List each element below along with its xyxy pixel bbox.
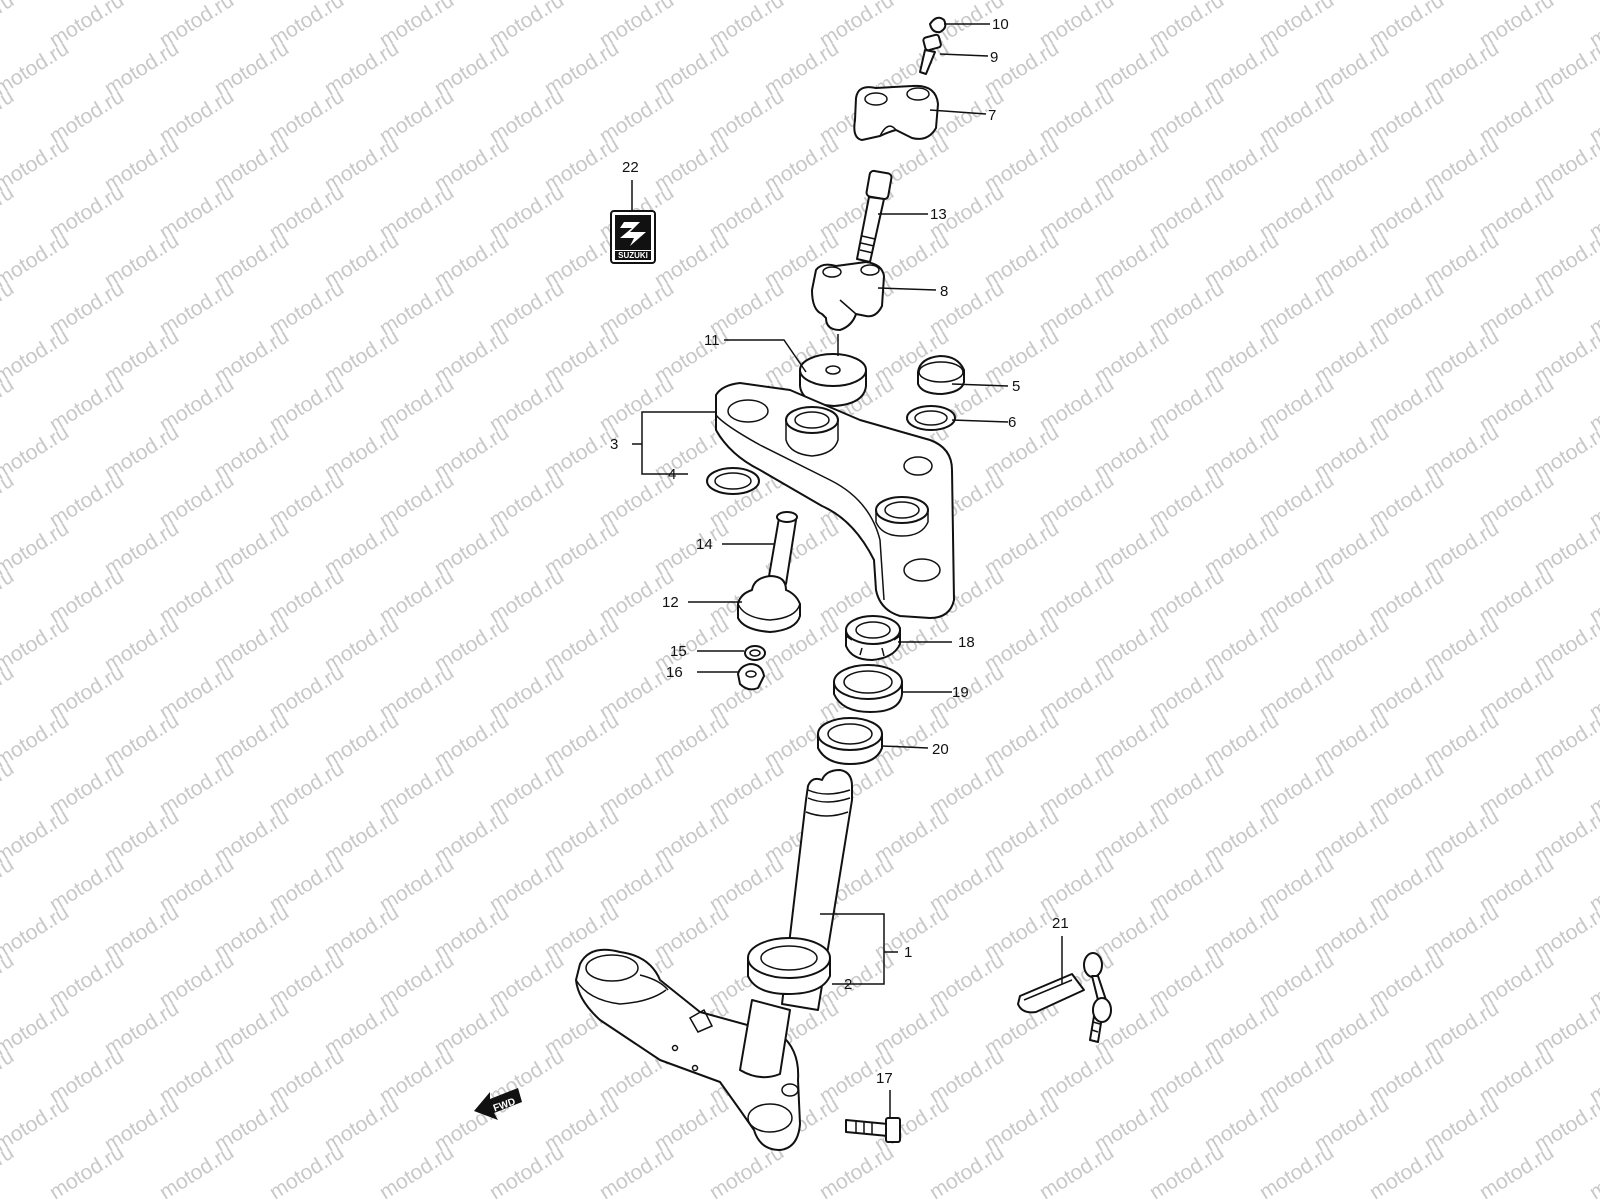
callout-21: 21	[1052, 915, 1069, 932]
watermark-text: motod.ru	[265, 1141, 347, 1200]
callout-3: 3	[610, 436, 618, 453]
part-17-bolt	[845, 1117, 901, 1143]
watermark-text: motod.ru	[0, 949, 18, 1012]
callout-10: 10	[992, 16, 1009, 33]
watermark-text: motod.ru	[45, 1141, 127, 1200]
watermark-text: motod.ru	[0, 85, 18, 148]
watermark-text: motod.ru	[0, 805, 73, 868]
watermark-text: motod.ru	[1035, 1141, 1117, 1200]
callout-8: 8	[940, 283, 948, 300]
watermark-text: motod.ru	[0, 0, 18, 52]
part-20-bearing	[817, 717, 883, 765]
callout-1: 1	[904, 944, 912, 961]
watermark-text: motod.ru	[155, 1141, 237, 1200]
part-9-bolt	[919, 33, 942, 75]
watermark-text: motod.ru	[0, 1141, 18, 1200]
callout-12: 12	[662, 594, 679, 611]
watermark-text: motod.ru	[0, 757, 18, 820]
watermark-text: motod.ru	[0, 661, 18, 724]
part-19-dust-seal	[833, 664, 903, 713]
part-6-washer	[906, 405, 956, 431]
watermark-text: motod.ru	[0, 997, 73, 1060]
watermark-text: motod.ru	[0, 517, 73, 580]
watermark-text: motod.ru	[0, 421, 73, 484]
part-10-cap	[929, 16, 947, 34]
watermark-text: motod.ru	[0, 37, 73, 100]
part-4-washer	[706, 467, 760, 495]
part-21-ignition-switch	[1017, 952, 1112, 1043]
watermark-text: motod.ru	[375, 1141, 457, 1200]
callout-20: 20	[932, 741, 949, 758]
callout-17: 17	[876, 1070, 893, 1087]
part-8-handlebar-holder	[811, 261, 885, 331]
watermark-text: motod.ru	[1145, 1141, 1227, 1200]
callout-14: 14	[696, 536, 713, 553]
watermark-text: motod.ru	[0, 709, 73, 772]
watermark-text: motod.ru	[0, 373, 18, 436]
callout-2: 2	[844, 976, 852, 993]
watermark-text: motod.ru	[815, 1141, 897, 1200]
part-7-handlebar-clamp-upper	[853, 84, 939, 141]
watermark-text: motod.ru	[0, 469, 18, 532]
part-12-damper	[737, 575, 801, 633]
leader-lines	[631, 23, 1063, 1118]
part-22-emblem: SUZUKI	[610, 210, 656, 264]
callout-16: 16	[666, 664, 683, 681]
part-3-upper-bracket	[715, 382, 955, 619]
watermark-text: motod.ru	[0, 325, 73, 388]
callout-18: 18	[958, 634, 975, 651]
part-15-washer	[744, 645, 766, 661]
callout-15: 15	[670, 643, 687, 660]
watermark-text: motod.ru	[595, 1141, 677, 1200]
callout-19: 19	[952, 684, 969, 701]
watermark-text: motod.ru	[0, 1093, 73, 1156]
callout-5: 5	[1012, 378, 1020, 395]
callout-4: 4	[668, 466, 676, 483]
watermark-text: motod.ru	[1255, 1141, 1337, 1200]
watermark-text: motod.ru	[0, 181, 18, 244]
watermark-text: motod.ru	[0, 1045, 18, 1108]
watermark-text: motod.ru	[0, 613, 73, 676]
callout-11: 11	[704, 332, 720, 349]
part-16-nut	[737, 663, 765, 691]
watermark-text: motod.ru	[0, 277, 18, 340]
watermark-text: motod.ru	[0, 229, 73, 292]
part-18-stem-nut	[845, 615, 901, 661]
watermark-text: motod.ru	[0, 565, 18, 628]
callout-6: 6	[1008, 414, 1016, 431]
callout-9: 9	[990, 49, 998, 66]
watermark-text: motod.ru	[1585, 1141, 1600, 1200]
callout-22: 22	[622, 159, 639, 176]
watermark-text: motod.ru	[485, 1141, 567, 1200]
callout-labels: 10 9 7 22 13 8 11 5 6 3 4 14 12 15 16 18…	[610, 16, 1069, 1087]
watermark-text: motod.ru	[925, 1141, 1007, 1200]
part-5-cap-nut	[917, 355, 965, 395]
watermark-text: motod.ru	[1475, 1141, 1557, 1200]
watermark-text: motod.ru	[1365, 1141, 1447, 1200]
callout-7: 7	[988, 107, 996, 124]
suzuki-logo-text: SUZUKI	[618, 251, 648, 260]
callout-13: 13	[930, 206, 947, 223]
watermark-text: motod.ru	[0, 901, 73, 964]
part-11-cushion	[799, 353, 867, 407]
part-2-lower-bearing	[747, 937, 831, 995]
watermark-text: motod.ru	[0, 133, 73, 196]
watermark-text: motod.ru	[0, 853, 18, 916]
